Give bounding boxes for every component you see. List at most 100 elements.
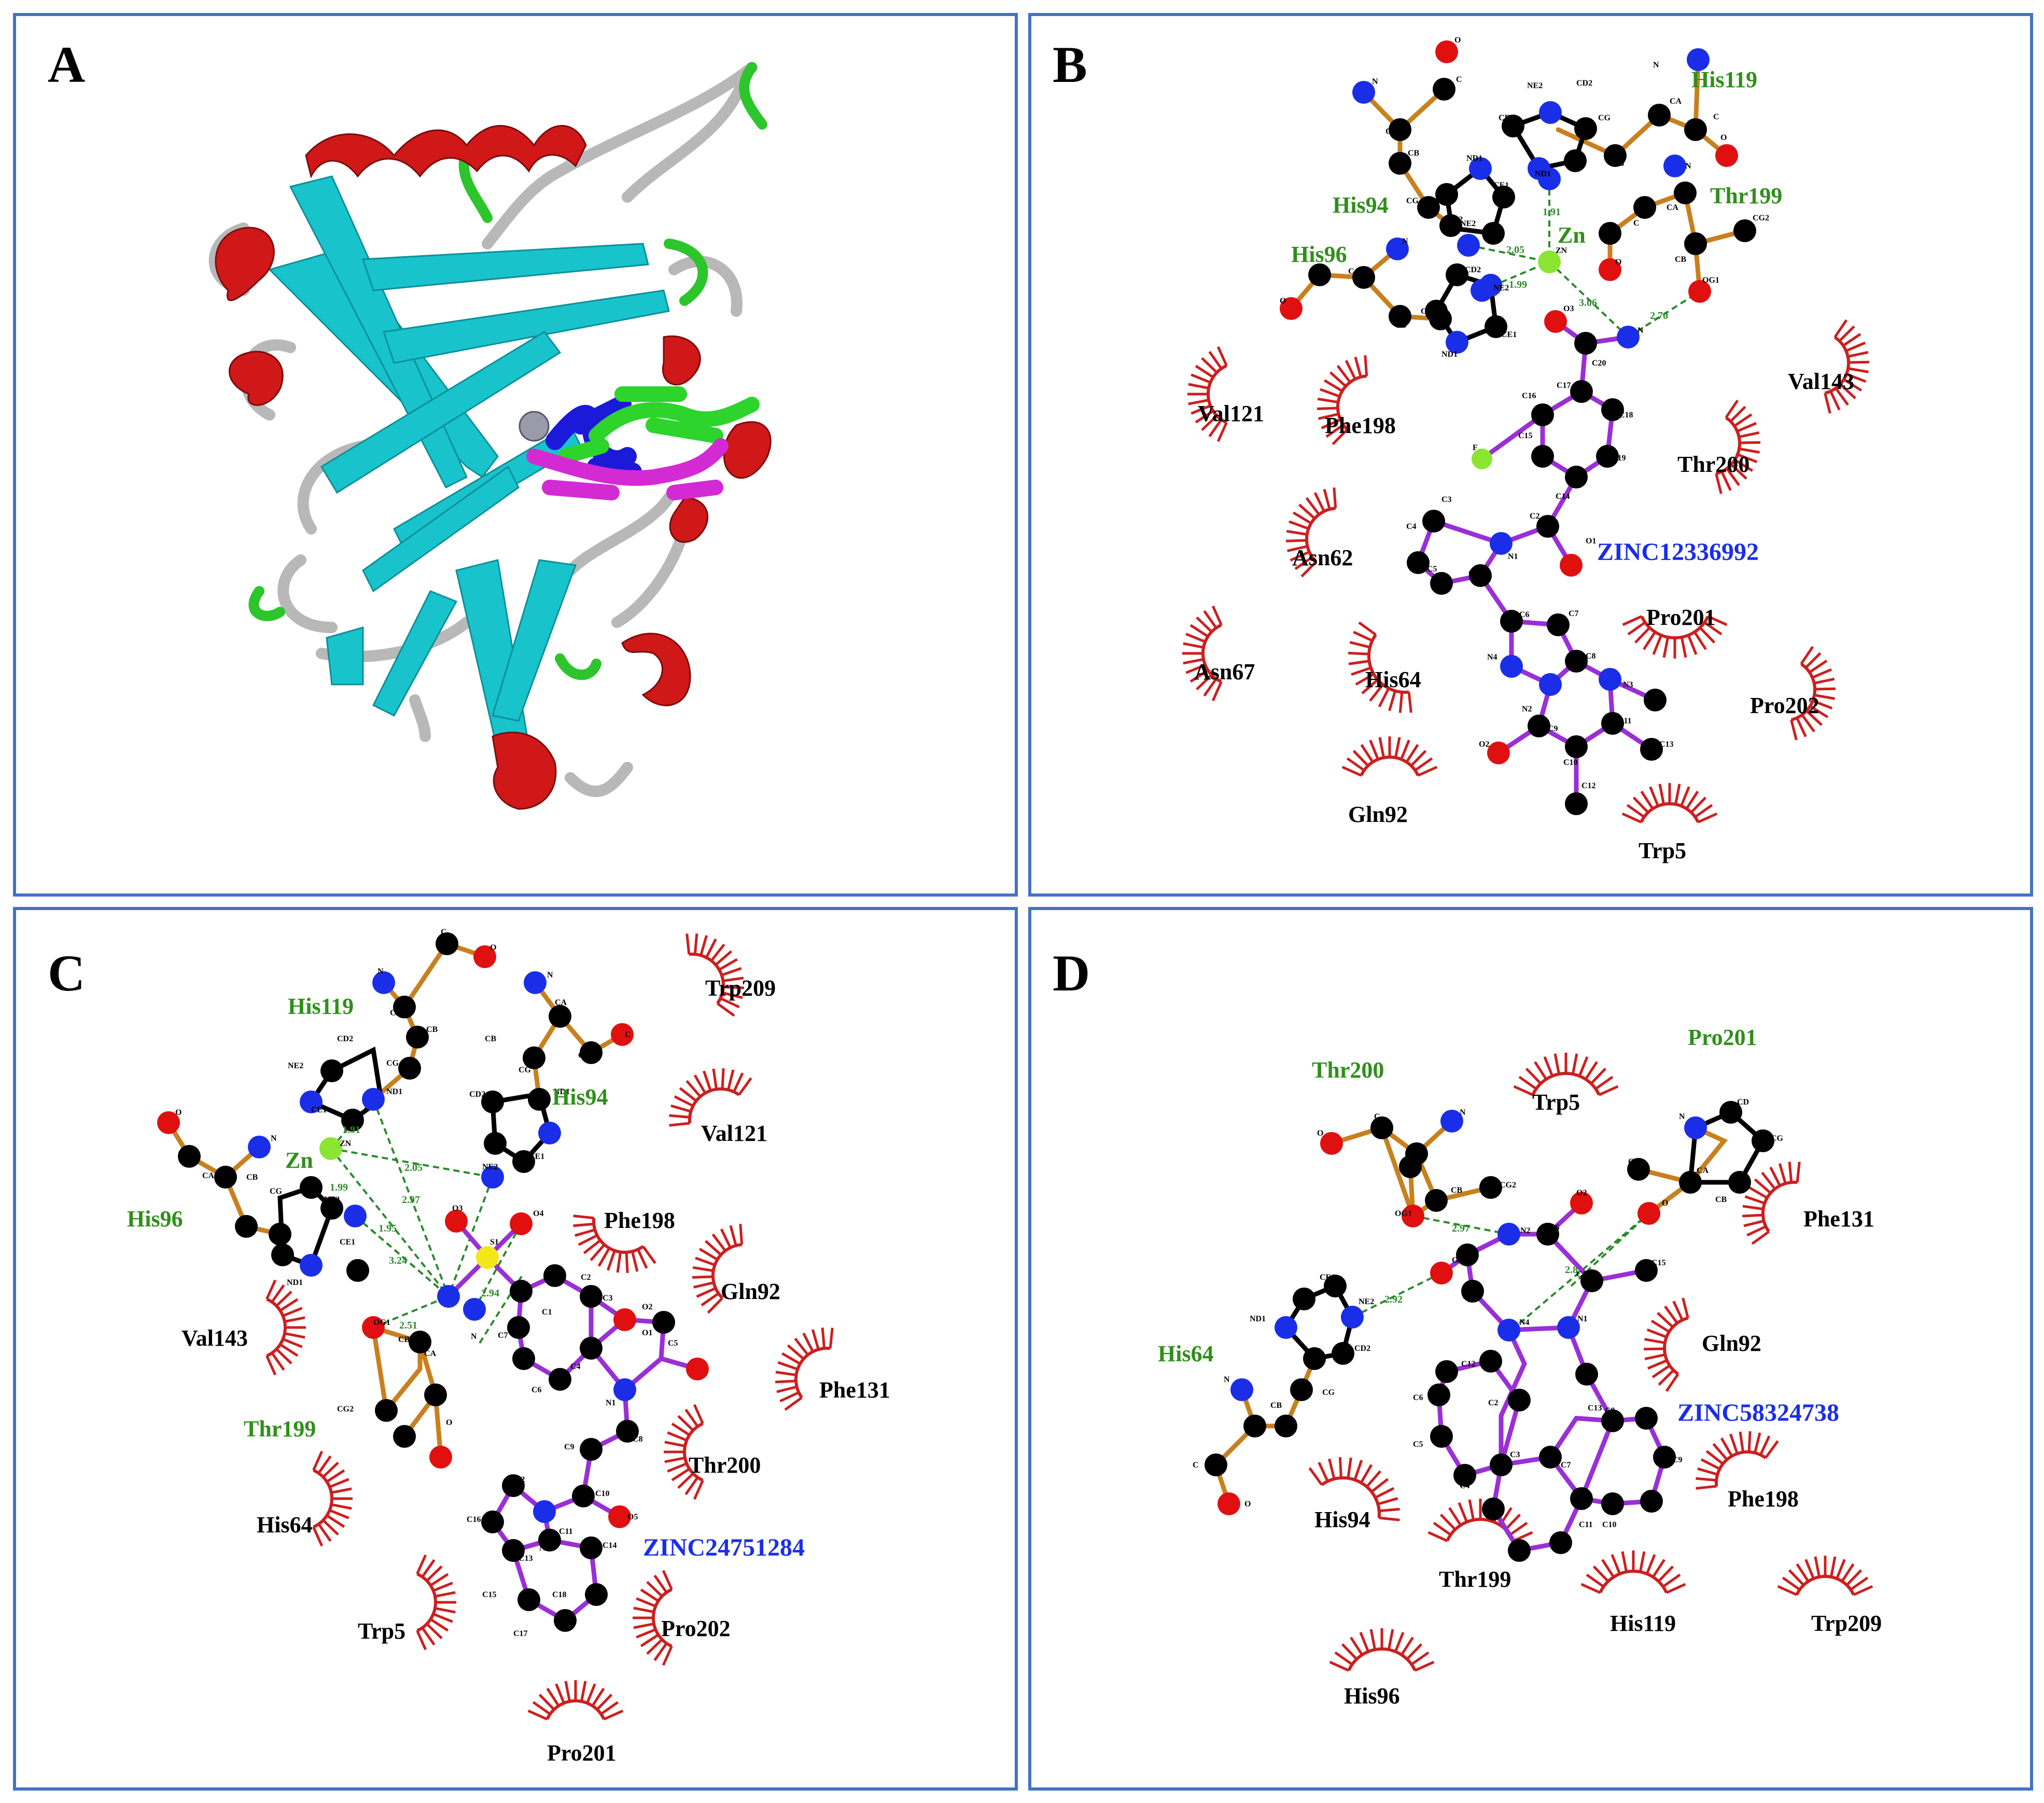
atom xyxy=(1538,167,1561,190)
arc-spike xyxy=(1751,1231,1770,1245)
arc-spike xyxy=(1305,497,1320,515)
sheet-strand xyxy=(326,626,364,686)
arc-spike xyxy=(1739,431,1760,439)
atom-label: O xyxy=(1615,258,1621,267)
arc-spike xyxy=(1289,520,1309,530)
atom xyxy=(1482,222,1505,245)
arc-spike xyxy=(1699,626,1716,644)
hydrophobic-label: Thr200 xyxy=(689,1452,761,1478)
hydrophobic-label: Phe198 xyxy=(1728,1486,1799,1512)
atom-label: C xyxy=(1628,1157,1634,1166)
arc-spike xyxy=(282,1307,303,1317)
atom xyxy=(1446,331,1468,354)
atom-label: ND1 xyxy=(287,1278,303,1287)
atom xyxy=(1536,1223,1559,1246)
atom xyxy=(346,1259,369,1282)
atom-label: CA xyxy=(1385,127,1398,136)
atom xyxy=(1430,1262,1453,1284)
hydrophobic-contact-arc xyxy=(1341,736,1438,777)
atom xyxy=(523,1046,545,1069)
atom-label: C5 xyxy=(1413,1440,1423,1449)
hydrophobic-contact-arc xyxy=(1348,621,1412,713)
residue-label-his94: His94 xyxy=(552,1084,608,1110)
hydrophobic-contact-arc xyxy=(1187,346,1228,442)
arc-spike xyxy=(1285,539,1307,542)
distance-label: 2.92 xyxy=(1384,1294,1403,1305)
atom-label: O xyxy=(1454,36,1461,45)
arc-spike xyxy=(1742,1213,1763,1218)
atom-label: C4 xyxy=(1460,1481,1470,1490)
atom-label: CD2 xyxy=(1576,79,1592,88)
arc-spike xyxy=(1448,1507,1462,1526)
atom xyxy=(585,1583,608,1606)
arc-spike xyxy=(1183,658,1204,665)
distance-label: 3.06 xyxy=(1579,297,1597,309)
atom xyxy=(1637,1202,1660,1225)
arc-spike xyxy=(1328,1458,1336,1479)
hydrophobic-contact-arc xyxy=(1427,1499,1533,1542)
atom-label: NE2 xyxy=(1493,284,1509,292)
atom-label: NE2 xyxy=(1359,1297,1374,1306)
arc-spike xyxy=(640,1588,660,1602)
residue-label-his119: His119 xyxy=(288,994,354,1019)
atom-label: CB xyxy=(1451,1186,1463,1195)
arc-spike xyxy=(329,1509,349,1519)
atom-label: CB xyxy=(1613,159,1625,168)
atom-label: C8 xyxy=(1605,1406,1615,1415)
atom xyxy=(271,1243,294,1266)
atom-label: CE1 xyxy=(311,1106,327,1114)
hydrophobic-label: Pro202 xyxy=(661,1616,731,1641)
arc-spike xyxy=(1658,784,1665,805)
atom xyxy=(512,1150,535,1173)
distance-label: 1.99 xyxy=(330,1182,348,1193)
arc-spike xyxy=(317,1523,332,1542)
arc-spike xyxy=(1697,1467,1718,1476)
arc-spike xyxy=(1796,1563,1810,1583)
arc-spike xyxy=(1320,388,1340,398)
arc-spike xyxy=(1777,1585,1798,1596)
atom-label: N xyxy=(1460,1108,1466,1117)
arc-spike xyxy=(275,1290,292,1307)
atom xyxy=(1635,1259,1658,1282)
atom xyxy=(1492,186,1515,208)
turn xyxy=(664,239,708,306)
distance-label: 3.24 xyxy=(389,1255,407,1266)
atom xyxy=(1472,449,1492,469)
atom-label: C15 xyxy=(1518,431,1533,440)
atom-label: CB xyxy=(1408,149,1420,158)
helix xyxy=(492,731,557,810)
arc-spike xyxy=(1715,473,1723,494)
coil xyxy=(622,67,752,203)
panel-letter-a: A xyxy=(48,36,85,93)
atom xyxy=(1352,266,1375,289)
arc-spike xyxy=(696,1287,717,1298)
atom xyxy=(178,1145,201,1168)
atom xyxy=(1407,551,1430,574)
atom xyxy=(580,1337,603,1360)
atom-label: CG2 xyxy=(1753,214,1769,222)
atom xyxy=(1461,1280,1484,1303)
arc-spike xyxy=(1353,631,1373,642)
hydrophobic-label: Gln92 xyxy=(721,1279,780,1304)
arc-spike xyxy=(429,1618,449,1632)
atom-label: ND1 xyxy=(386,1087,402,1096)
atom-label: N xyxy=(1372,77,1378,86)
hydrophobic-label: Gln92 xyxy=(1348,802,1408,827)
arc-spike xyxy=(421,1627,436,1646)
atom xyxy=(580,1438,603,1461)
atom-label: CG2 xyxy=(337,1405,354,1414)
ligplot-c: N C O CA CB CG CD2 NE2 CE1 ND1 ZN CA CB … xyxy=(127,928,890,1766)
arc-spike xyxy=(1645,1554,1656,1575)
hbond xyxy=(1548,261,1629,338)
atom xyxy=(1402,1205,1424,1227)
arc-spike xyxy=(1665,1583,1686,1594)
arc-spike xyxy=(1765,1440,1779,1459)
atom xyxy=(1565,466,1588,488)
arc-spike xyxy=(416,1554,427,1575)
arc-spike xyxy=(1662,637,1670,658)
atom xyxy=(1560,554,1583,577)
atom-label: N xyxy=(547,971,553,980)
atom-label: C9 xyxy=(564,1443,575,1451)
arc-spike xyxy=(1739,1431,1745,1452)
